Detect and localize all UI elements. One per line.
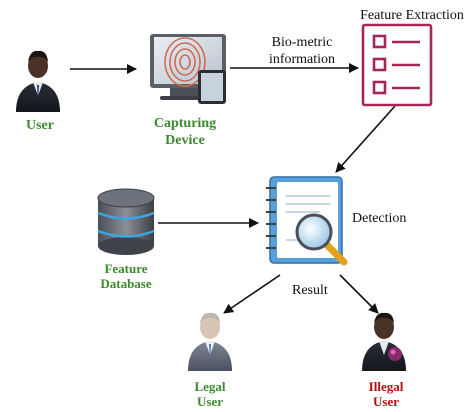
arrow-detection-to-illegal-user <box>339 274 379 314</box>
label-bio-metric-information: Bio-metric information <box>268 35 336 67</box>
feature-database-icon <box>97 188 155 255</box>
detection-icon <box>266 176 348 266</box>
label-capturing-device: Capturing Device <box>153 116 217 148</box>
user-icon <box>16 50 60 112</box>
label-user: User <box>26 118 54 133</box>
arrow-detection-to-legal-user <box>223 274 281 314</box>
arrow-extraction-to-detection <box>335 105 396 173</box>
label-feature-database: Feature Database <box>100 261 152 291</box>
label-illegal-user: Illegal User <box>368 379 404 409</box>
label-detection: Detection <box>352 211 407 226</box>
label-legal-user: Legal User <box>194 379 226 409</box>
capturing-device-icon <box>150 34 226 104</box>
label-result: Result <box>292 283 328 298</box>
legal-user-icon <box>188 312 232 371</box>
feature-extraction-icon <box>361 23 433 107</box>
illegal-user-icon <box>362 312 406 371</box>
label-feature-extraction: Feature Extraction <box>360 8 464 23</box>
